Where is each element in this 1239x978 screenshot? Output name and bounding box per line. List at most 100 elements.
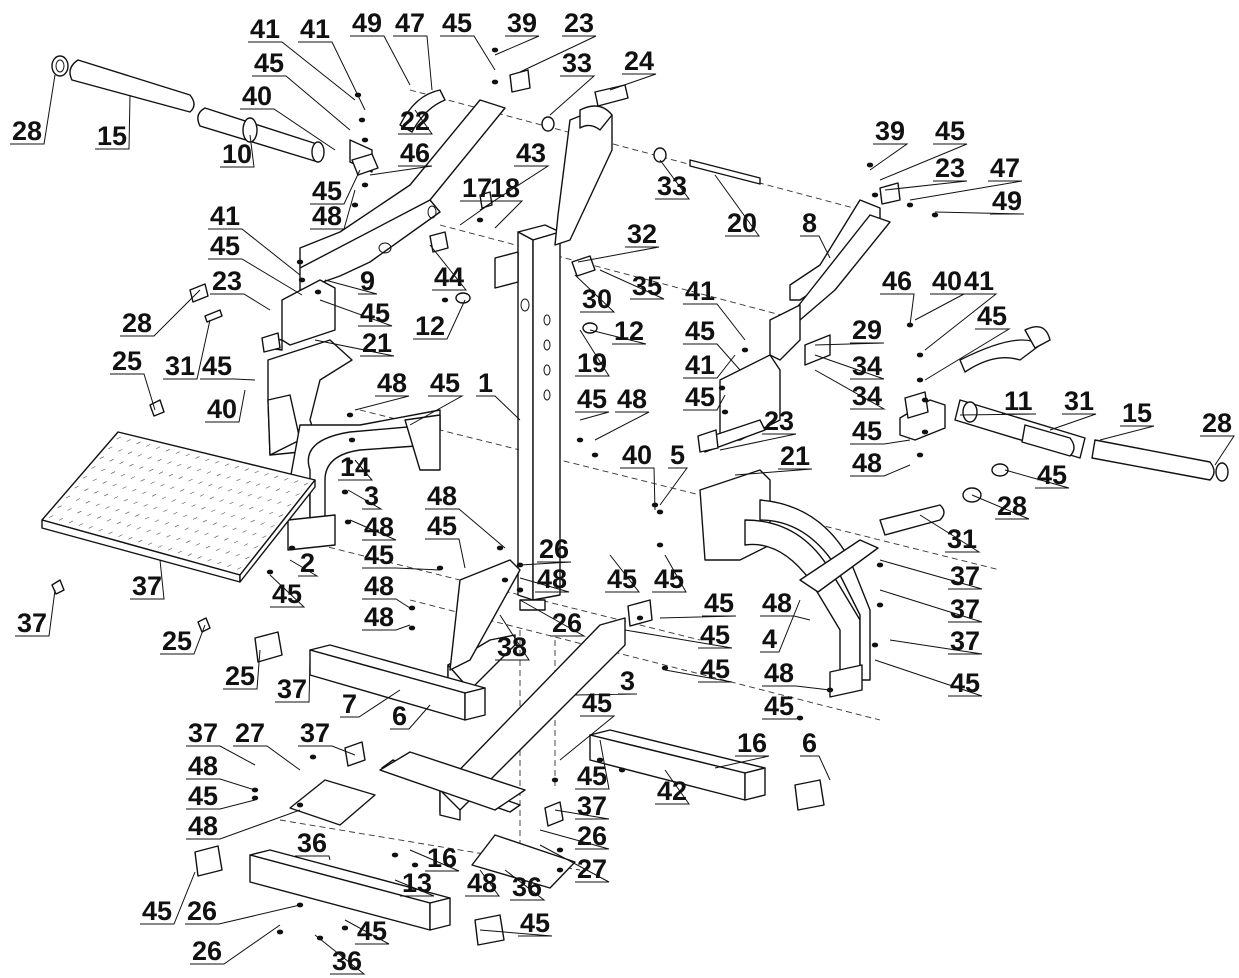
tread-mark: [177, 550, 182, 554]
tread-mark: [249, 506, 254, 510]
tread-mark: [49, 515, 54, 518]
leader-line: [479, 165, 550, 211]
part-label: 45: [430, 368, 460, 398]
tread-mark: [246, 481, 251, 484]
part-label: 45: [312, 176, 342, 206]
part-label: 43: [516, 138, 546, 168]
foot-plates-16: [289, 751, 576, 889]
tread-mark: [85, 500, 90, 504]
tread-mark: [148, 542, 153, 546]
tread-mark: [225, 551, 230, 554]
fastener: [916, 352, 924, 358]
part-label: 19: [577, 348, 607, 378]
leader-line: [884, 180, 968, 191]
part-label: 45: [577, 761, 607, 791]
fastener: [496, 545, 504, 551]
part-label: 45: [654, 564, 684, 594]
tread-mark: [160, 483, 165, 487]
part-label: 45: [520, 908, 550, 938]
tread-mark: [91, 466, 96, 469]
leader-line: [874, 659, 983, 697]
top-upright: [554, 105, 613, 246]
part-label: 27: [235, 718, 265, 748]
leader-line: [889, 639, 983, 655]
part-label: 37: [950, 561, 980, 591]
tread-mark: [181, 501, 186, 505]
tread-mark: [116, 436, 121, 440]
part-label: 9: [360, 266, 375, 296]
part-label: 48: [537, 564, 567, 594]
leader-line: [140, 871, 196, 925]
tread-mark: [118, 534, 123, 537]
leader-line: [10, 74, 56, 145]
leader-line: [814, 354, 885, 380]
part-label: 45: [1037, 460, 1067, 490]
fastener: [358, 117, 366, 123]
part-label: 3: [620, 666, 635, 696]
tread-mark: [268, 511, 274, 515]
tread-mark: [205, 545, 211, 549]
part-label: 37: [277, 674, 307, 704]
upright-1: [494, 224, 561, 601]
part-label: 48: [467, 868, 497, 898]
tread-mark: [97, 516, 102, 519]
fastener: [551, 777, 559, 783]
tread-mark: [176, 537, 181, 541]
part-label: 49: [352, 8, 382, 38]
tread-mark: [120, 473, 126, 477]
part-label: 8: [802, 208, 817, 238]
leader-line: [130, 559, 165, 600]
part-label: 26: [192, 936, 222, 966]
tread-mark: [58, 517, 64, 521]
fastener: [341, 489, 349, 495]
leader-line: [298, 41, 366, 111]
leader-line: [495, 614, 530, 661]
tread-mark: [170, 486, 175, 490]
tread-mark: [136, 441, 141, 445]
fastener: [916, 452, 924, 458]
part-label: 30: [582, 284, 612, 314]
tread-mark: [222, 525, 227, 528]
tread-mark: [157, 545, 163, 548]
tread-mark: [285, 490, 290, 494]
tread-mark: [117, 449, 123, 452]
part-label: 45: [272, 579, 302, 609]
fastener: [348, 437, 356, 443]
part-label: 48: [188, 811, 218, 841]
tread-mark: [229, 501, 234, 505]
tread-mark: [82, 476, 88, 479]
tread-mark: [135, 514, 140, 517]
leader-line: [504, 869, 546, 901]
part-label: 1: [478, 368, 493, 398]
part-label: 28: [997, 491, 1027, 521]
leader-line: [814, 342, 885, 346]
part-label: 26: [187, 896, 217, 926]
tread-mark: [233, 540, 239, 544]
tread-mark: [195, 543, 201, 546]
part-label: 16: [737, 728, 767, 758]
leader-line: [762, 717, 801, 720]
tread-mark: [194, 530, 199, 533]
tread-mark: [243, 543, 249, 546]
leader-line: [519, 35, 597, 73]
part-label: 28: [122, 308, 152, 338]
leader-line: [324, 279, 378, 295]
leader-line: [310, 169, 361, 205]
part-label: 40: [622, 440, 652, 470]
tread-mark: [242, 530, 247, 533]
tread-mark: [227, 488, 233, 492]
part-label: 40: [242, 81, 272, 111]
part-label: 45: [210, 231, 240, 261]
part-label: 40: [207, 394, 237, 424]
tread-mark: [245, 556, 250, 560]
leader-line: [850, 439, 911, 445]
part-label: 48: [364, 512, 394, 542]
part-label: 37: [300, 718, 330, 748]
tread-mark: [168, 473, 174, 477]
leader-line: [909, 180, 1023, 201]
tread-mark: [186, 466, 192, 469]
leader-line: [559, 715, 616, 761]
part-label: 45: [977, 301, 1007, 331]
part-label: 25: [225, 661, 255, 691]
tread-mark: [237, 567, 242, 570]
